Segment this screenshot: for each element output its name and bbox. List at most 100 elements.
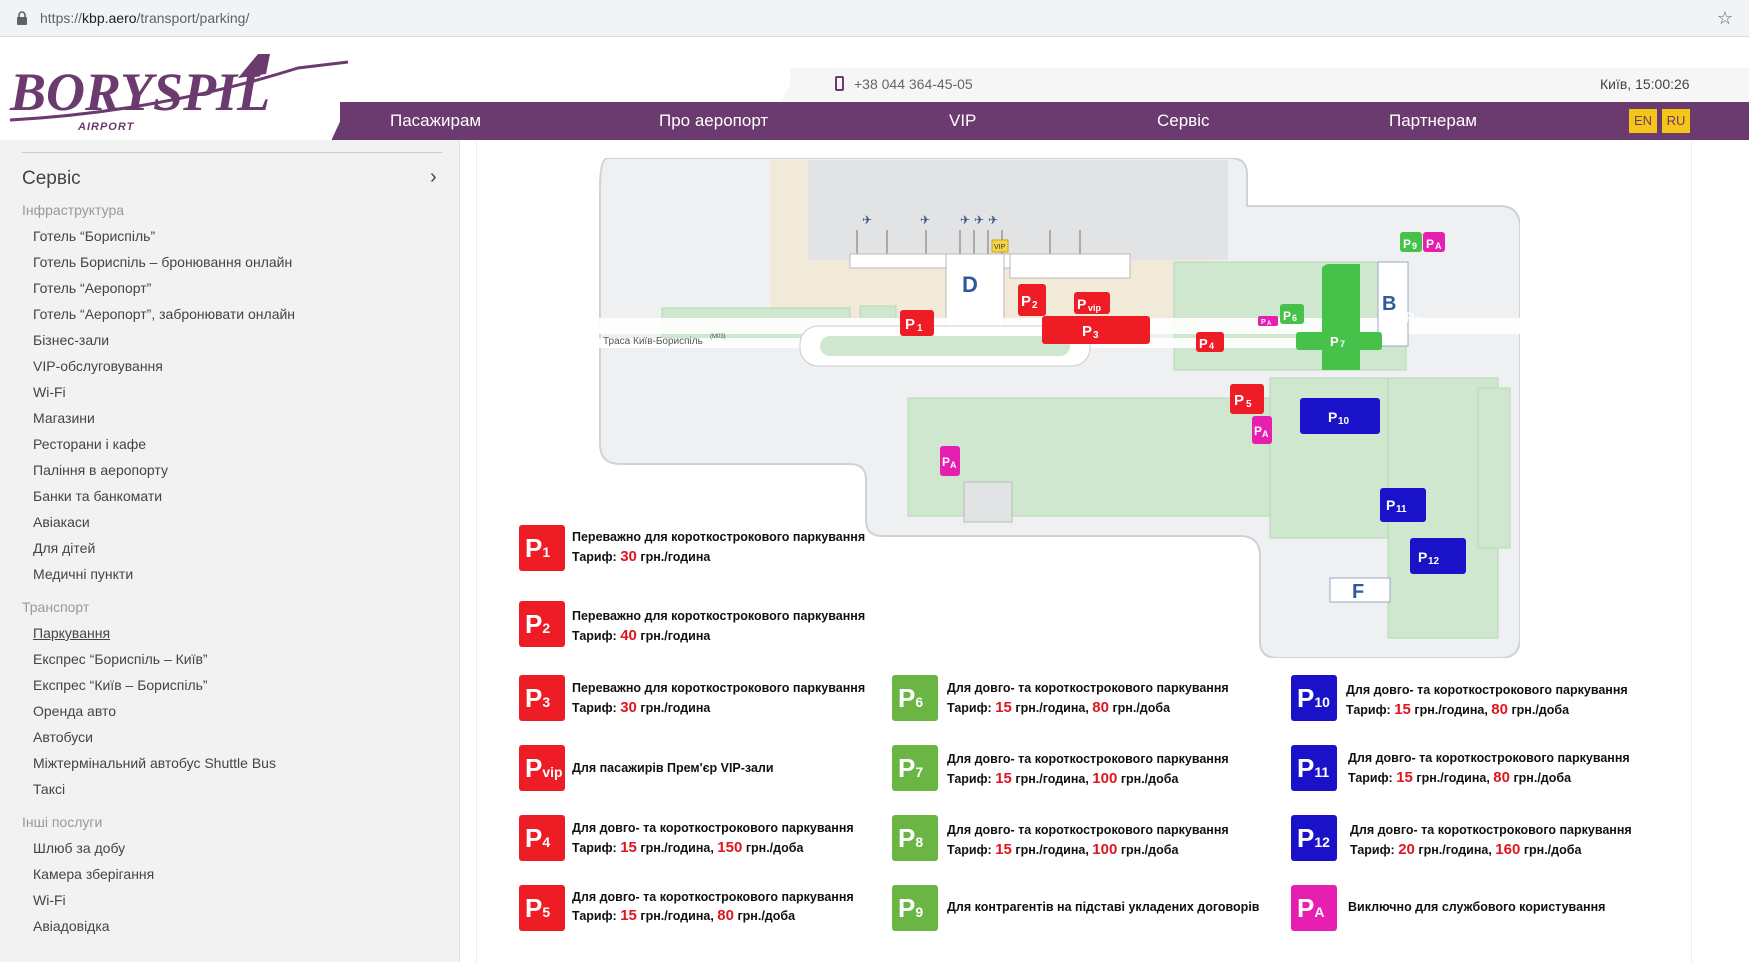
sidebar-item[interactable]: Паління в аеропорту (33, 462, 168, 478)
browser-address-bar[interactable]: https://kbp.aero/transport/parking/ ☆ (0, 0, 1749, 37)
legend-p8-tariff: Тариф: 15 грн./година, 100 грн./доба (947, 841, 1179, 858)
sidebar-item[interactable]: VIP-обслуговування (33, 358, 163, 374)
sidebar-group-infrastructure: Інфраструктура (22, 202, 125, 218)
lock-icon (17, 11, 27, 25)
main-nav (340, 102, 1749, 140)
legend-p7-tariff: Тариф: 15 грн./година, 100 грн./доба (947, 770, 1179, 787)
svg-text:VIP: VIP (994, 244, 1006, 251)
sidebar-item[interactable]: Авіакаси (33, 514, 90, 530)
sidebar-item[interactable]: Банки та банкомати (33, 488, 163, 504)
svg-text:12: 12 (1428, 556, 1440, 567)
legend-p8-badge: P8 (892, 815, 938, 861)
svg-text:P: P (1077, 296, 1086, 312)
sidebar-item[interactable]: Ресторани і кафе (33, 436, 147, 452)
svg-text:P: P (1386, 497, 1395, 513)
sidebar-item[interactable]: Готель “Аеропорт” (33, 280, 152, 296)
chevron-right-icon[interactable]: › (430, 166, 437, 188)
sidebar (0, 140, 460, 962)
svg-text:P: P (1403, 237, 1411, 251)
sidebar-item[interactable]: Для дітей (33, 540, 96, 556)
url-text[interactable]: https://kbp.aero/transport/parking/ (40, 10, 250, 26)
svg-text:P: P (1021, 293, 1031, 310)
legend-p5-badge: P5 (519, 885, 565, 931)
svg-text:6: 6 (1292, 313, 1297, 323)
legend-pa-desc: Виключно для службового користування (1348, 900, 1606, 914)
lang-en-button[interactable]: EN (1629, 109, 1657, 133)
legend-p1-desc: Переважно для короткострокового паркуван… (572, 530, 866, 544)
svg-text:P: P (1261, 319, 1266, 326)
sidebar-item[interactable]: Експрес “Київ – Бориспіль” (33, 677, 208, 693)
sidebar-item[interactable]: Експрес “Бориспіль – Київ” (33, 651, 208, 667)
local-clock: Київ, 15:00:26 (1600, 76, 1690, 92)
sidebar-item[interactable]: Шлюб за добу (33, 840, 126, 856)
logo-text: BORYSPIL (9, 62, 270, 122)
svg-text:4: 4 (1209, 341, 1214, 351)
sidebar-item[interactable]: Камера зберігання (33, 866, 155, 882)
svg-text:A: A (950, 460, 957, 470)
sidebar-item[interactable]: Оренда авто (33, 703, 116, 719)
legend-p9-badge: P9 (892, 885, 938, 931)
terminal-d-label: D (962, 272, 978, 297)
legend-p4-tariff: Тариф: 15 грн./година, 150 грн./доба (572, 839, 804, 856)
svg-text:✈: ✈ (974, 213, 984, 227)
legend-p3-desc: Переважно для короткострокового паркуван… (572, 681, 866, 695)
bookmark-star-icon[interactable]: ☆ (1716, 8, 1733, 28)
svg-text:P: P (1328, 409, 1337, 425)
legend-p5-tariff: Тариф: 15 грн./година, 80 грн./доба (572, 907, 796, 924)
sidebar-item[interactable]: Wi-Fi (33, 384, 66, 400)
sidebar-group-other: Інші послуги (22, 814, 103, 830)
legend-pa-badge: PA (1291, 885, 1337, 931)
legend-p12-badge: P12 (1291, 815, 1337, 861)
legend-pvip-desc: Для пасажирів Прем'єр VIP-зали (572, 761, 774, 775)
sidebar-item[interactable]: Готель “Аеропорт”, забронювати онлайн (33, 306, 296, 322)
phone-icon (835, 76, 844, 91)
legend-p12-desc: Для довго- та короткострокового паркуван… (1350, 823, 1632, 837)
sidebar-item[interactable]: Таксі (33, 781, 66, 797)
legend-p8-desc: Для довго- та короткострокового паркуван… (947, 823, 1229, 837)
legend-p10-badge: P10 (1291, 675, 1337, 721)
legend-p2-desc: Переважно для короткострокового паркуван… (572, 609, 866, 623)
contact-phone[interactable]: +38 044 364-45-05 (835, 76, 973, 92)
sidebar-item[interactable]: Готель Бориспіль – бронювання онлайн (33, 254, 293, 270)
legend-p9-desc: Для контрагентів на підставі укладених д… (947, 900, 1260, 914)
nav-vip[interactable]: VIP (949, 111, 977, 130)
legend-p6-desc: Для довго- та короткострокового паркуван… (947, 681, 1229, 695)
svg-text:✈: ✈ (988, 213, 998, 227)
svg-text:8: 8 (1415, 316, 1421, 327)
sidebar-item[interactable]: Міжтермінальний автобус Shuttle Bus (33, 755, 276, 771)
svg-text:11: 11 (1396, 504, 1407, 515)
svg-text:P: P (1330, 334, 1339, 349)
nav-about[interactable]: Про аеропорт (659, 111, 769, 130)
sidebar-item-parking[interactable]: Паркування (33, 625, 111, 641)
svg-text:P: P (942, 455, 950, 469)
svg-text:vip: vip (1088, 303, 1102, 313)
legend-p5-desc: Для довго- та короткострокового паркуван… (572, 890, 854, 904)
sidebar-item[interactable]: Бізнес-зали (33, 332, 110, 348)
legend-p2-badge: P2 (519, 601, 565, 647)
parking-map: ✈✈✈✈✈ D VIP Траса Київ-Бориспіль (М03) B… (570, 158, 1520, 658)
svg-text:A: A (1435, 241, 1442, 251)
nav-service[interactable]: Сервіс (1157, 111, 1210, 130)
nav-passengers[interactable]: Пасажирам (390, 111, 482, 130)
legend-p1-badge: P1 (519, 525, 565, 571)
lang-ru-button[interactable]: RU (1662, 109, 1690, 133)
legend-p7-badge: P7 (892, 745, 938, 791)
sidebar-item[interactable]: Готель “Бориспіль” (33, 228, 156, 244)
sidebar-item[interactable]: Автобуси (33, 729, 93, 745)
svg-text:✈: ✈ (862, 213, 872, 227)
sidebar-item[interactable]: Авіадовідка (33, 918, 110, 934)
sidebar-item[interactable]: Wi-Fi (33, 892, 66, 908)
legend-p11-badge: P11 (1291, 745, 1337, 791)
legend-p1-tariff: Тариф: 30 грн./година (572, 548, 711, 565)
legend-p3-tariff: Тариф: 30 грн./година (572, 699, 711, 716)
nav-partners[interactable]: Партнерам (1389, 111, 1477, 130)
svg-text:9: 9 (1412, 241, 1417, 251)
svg-text:✈: ✈ (960, 213, 970, 227)
legend-p4-desc: Для довго- та короткострокового паркуван… (572, 821, 854, 835)
boryspil-logo[interactable]: BORYSPIL AIRPORT (8, 48, 358, 138)
logo-subtext: AIRPORT (77, 121, 135, 133)
sidebar-item[interactable]: Медичні пункти (33, 566, 134, 582)
legend-p11-tariff: Тариф: 15 грн./година, 80 грн./доба (1348, 769, 1572, 786)
sidebar-item[interactable]: Магазини (33, 410, 95, 426)
svg-text:(М03): (М03) (710, 334, 726, 340)
